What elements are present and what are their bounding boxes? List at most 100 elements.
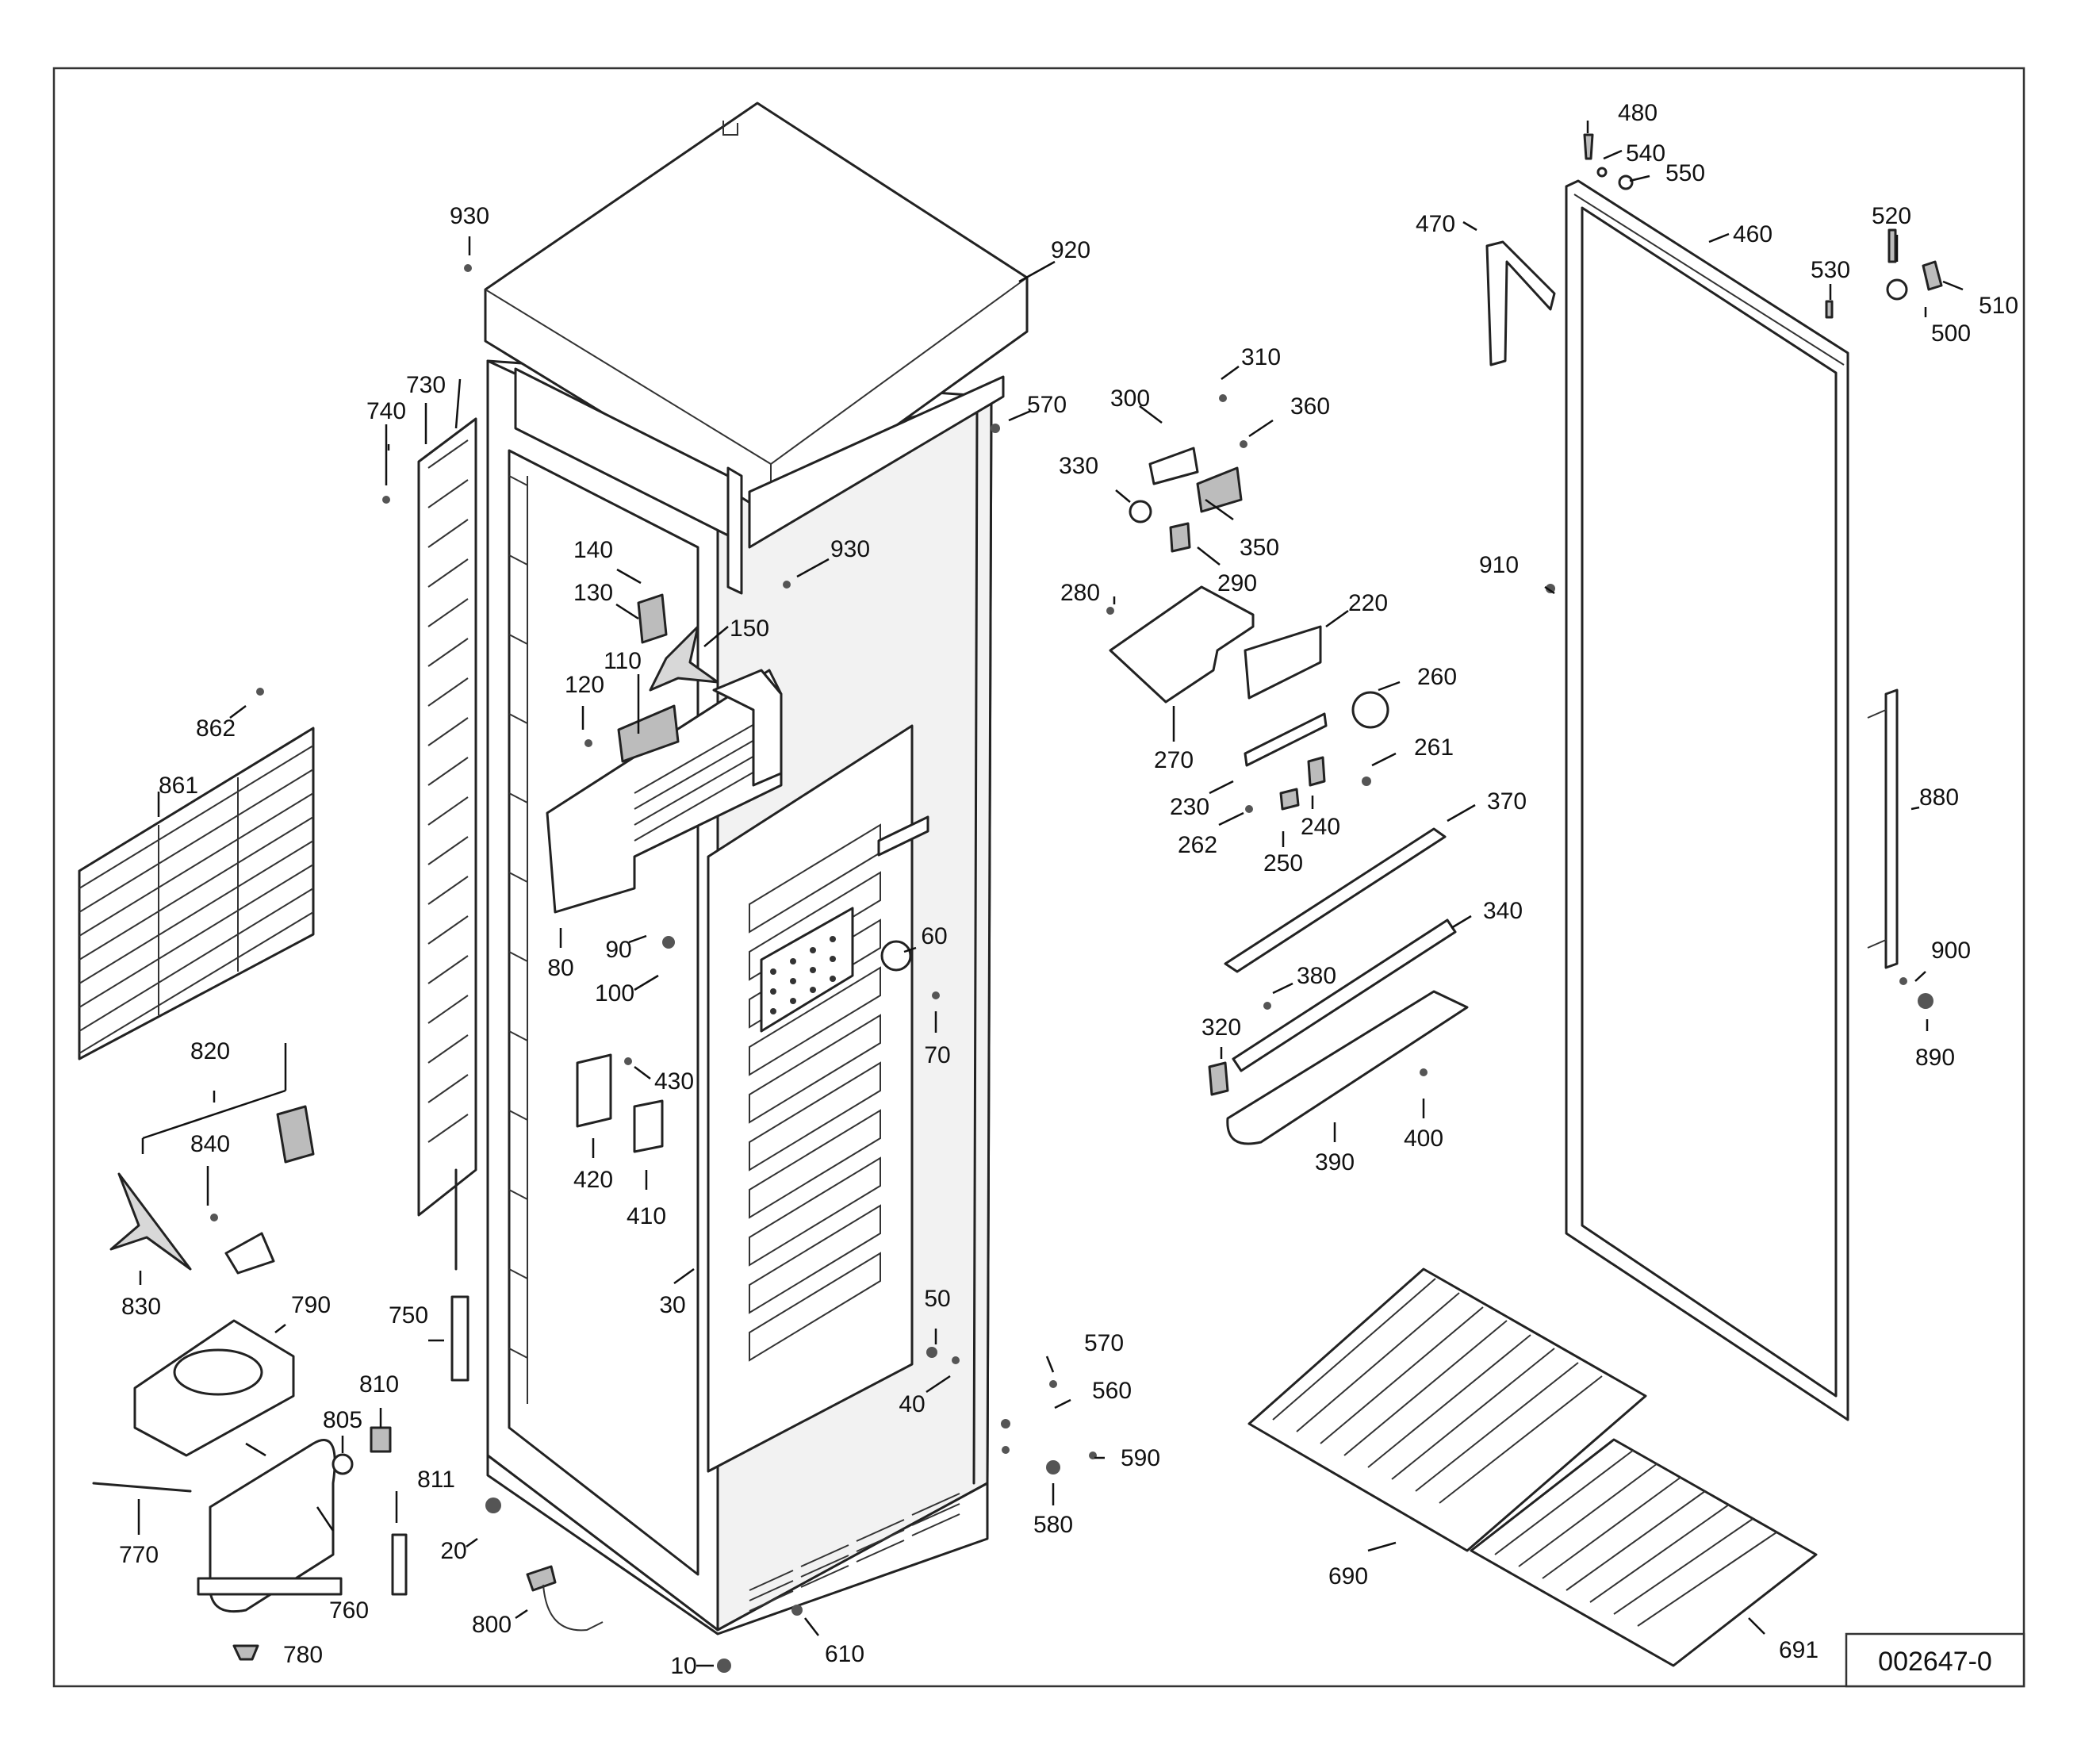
fan-motor-part-110 <box>617 593 719 763</box>
label-250: 250 <box>1263 850 1303 876</box>
label-750: 750 <box>389 1302 428 1329</box>
shelf-part-691 <box>1470 1438 1818 1667</box>
glass-door-part-460 <box>1565 179 1849 1421</box>
label-420: 420 <box>573 1167 613 1193</box>
label-520: 520 <box>1872 203 1911 229</box>
label-262: 262 <box>1178 832 1217 858</box>
label-910: 910 <box>1479 552 1519 578</box>
label-100: 100 <box>595 980 634 1007</box>
label-890: 890 <box>1915 1045 1955 1071</box>
label-110: 110 <box>604 648 642 674</box>
door-hardware-480-550 <box>1583 133 1943 319</box>
label-480: 480 <box>1618 100 1658 126</box>
leader-lines <box>137 121 1964 1667</box>
label-470: 470 <box>1416 211 1455 237</box>
label-590: 590 <box>1121 1445 1160 1471</box>
label-240: 240 <box>1301 814 1340 840</box>
label-120: 120 <box>565 672 604 698</box>
label-820: 820 <box>190 1038 230 1064</box>
label-430: 430 <box>654 1068 694 1095</box>
label-70: 70 <box>924 1042 950 1068</box>
condenser-panel-part-730 <box>417 417 477 1271</box>
shelf-part-690 <box>1247 1267 1647 1552</box>
power-cord-part-800 <box>526 1565 604 1632</box>
electrical-parts-220-310 <box>1109 447 1389 811</box>
foot-part-780 <box>232 1644 259 1661</box>
label-310: 310 <box>1241 344 1281 370</box>
control-box-parts-410-420 <box>576 1053 664 1153</box>
label-410: 410 <box>627 1203 666 1229</box>
part-labels: 930 920 570 930 730 740 140 130 150 110 … <box>119 100 2018 1679</box>
drawing-code: 002647-0 <box>1878 1647 1992 1677</box>
grill-part-861 <box>78 727 315 1060</box>
fan-blade-part-830 <box>109 1172 192 1271</box>
label-500: 500 <box>1931 320 1971 347</box>
label-370: 370 <box>1487 788 1527 815</box>
evaporator-part-30 <box>707 724 929 1473</box>
label-770: 770 <box>119 1542 159 1568</box>
label-930-top: 930 <box>450 203 489 229</box>
label-350: 350 <box>1240 535 1279 561</box>
label-510: 510 <box>1979 293 2018 319</box>
label-380: 380 <box>1297 963 1336 989</box>
label-540: 540 <box>1626 140 1665 167</box>
label-900: 900 <box>1931 938 1971 964</box>
label-340: 340 <box>1483 898 1523 924</box>
fan-shroud-part-80 <box>546 669 783 914</box>
label-811: 811 <box>417 1467 455 1493</box>
capillary-part-750 <box>450 1295 469 1382</box>
fan-motor-part-820 <box>276 1105 315 1164</box>
label-90: 90 <box>605 937 631 963</box>
label-805: 805 <box>323 1407 362 1433</box>
label-840: 840 <box>190 1131 230 1157</box>
label-930-mid: 930 <box>830 536 870 562</box>
label-40: 40 <box>899 1391 925 1417</box>
label-130: 130 <box>573 580 613 606</box>
handle-part-880 <box>1867 688 1899 969</box>
label-360: 360 <box>1290 393 1330 420</box>
label-400: 400 <box>1404 1126 1443 1152</box>
label-800: 800 <box>472 1612 512 1638</box>
label-690: 690 <box>1328 1563 1368 1590</box>
label-560: 560 <box>1092 1378 1132 1404</box>
label-691: 691 <box>1779 1637 1818 1663</box>
label-570-top: 570 <box>1027 392 1067 418</box>
label-730: 730 <box>406 372 446 398</box>
lamp-parts-340-390 <box>1208 827 1469 1145</box>
label-880: 880 <box>1919 784 1959 811</box>
fan-bracket-part-840 <box>224 1232 275 1275</box>
label-80: 80 <box>547 955 573 981</box>
compressor-part-760 <box>92 1439 343 1613</box>
label-780: 780 <box>283 1642 323 1668</box>
drawing-frame <box>52 67 2025 1688</box>
label-610: 610 <box>825 1641 864 1667</box>
label-740: 740 <box>366 398 406 424</box>
condensate-tray-part-790 <box>133 1319 295 1457</box>
label-862: 862 <box>196 715 236 742</box>
label-50: 50 <box>924 1286 950 1312</box>
top-cover-part-920 <box>484 102 1029 595</box>
label-460: 460 <box>1733 221 1772 247</box>
label-280: 280 <box>1060 580 1100 606</box>
label-790: 790 <box>291 1292 331 1318</box>
label-261: 261 <box>1414 734 1454 761</box>
label-270: 270 <box>1154 747 1194 773</box>
label-330: 330 <box>1059 453 1098 479</box>
label-230: 230 <box>1170 794 1209 820</box>
label-290: 290 <box>1217 570 1257 596</box>
drawing-code-box: 002647-0 <box>1845 1632 2025 1688</box>
label-20: 20 <box>440 1538 466 1564</box>
label-530: 530 <box>1811 257 1850 283</box>
label-830: 830 <box>121 1294 161 1320</box>
label-810: 810 <box>359 1371 399 1398</box>
door-bracket-part-470 <box>1485 240 1556 366</box>
label-30: 30 <box>659 1292 685 1318</box>
label-150: 150 <box>730 615 769 642</box>
label-390: 390 <box>1315 1149 1355 1175</box>
label-570-bottom: 570 <box>1084 1330 1124 1356</box>
label-760: 760 <box>329 1597 369 1624</box>
label-550: 550 <box>1665 160 1705 186</box>
label-140: 140 <box>573 537 613 563</box>
